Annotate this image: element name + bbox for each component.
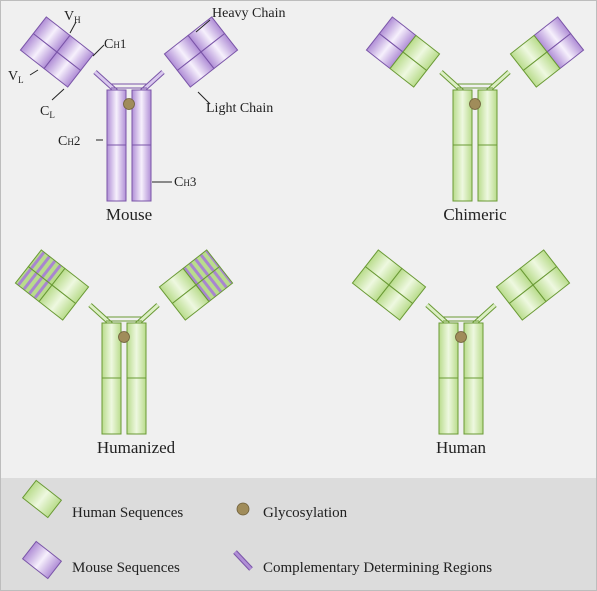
legend-background <box>0 478 597 591</box>
ch2-left <box>452 89 473 146</box>
ch2-right <box>477 89 498 146</box>
ch2-right <box>126 322 147 379</box>
ch3-left <box>106 144 127 202</box>
fab-arm-right <box>163 16 239 88</box>
cl-domain <box>402 34 441 72</box>
label-vh: VH <box>64 9 81 25</box>
ch3-right <box>463 377 484 435</box>
ch3-right <box>126 377 147 435</box>
fab-arm-right <box>495 249 571 321</box>
ch3-right <box>477 144 498 202</box>
label-ch1: CH1 <box>104 36 126 52</box>
glycosylation-dot <box>123 98 135 110</box>
ch2-right <box>463 322 484 379</box>
label-light-chain: Light Chain <box>206 101 273 116</box>
legend-human-swatch <box>21 479 63 519</box>
label-heavy-chain: Heavy Chain <box>212 6 285 21</box>
glycosylation-dot <box>455 331 467 343</box>
label-ch3: CH3 <box>174 174 196 190</box>
hinge <box>425 303 497 326</box>
ch3-right <box>131 144 152 202</box>
antibody-human <box>351 249 571 435</box>
cl-domain <box>171 284 210 321</box>
label-vl: VL <box>8 69 24 85</box>
legend-mouse-swatch <box>21 540 63 580</box>
fab-arm-left <box>351 249 427 321</box>
legend-human-label: Human Sequences <box>72 505 183 521</box>
legend-cdr-swatch <box>233 550 253 571</box>
caption-human: Human <box>436 438 487 457</box>
label-ch2: CH2 <box>58 133 80 149</box>
cl-domain <box>522 51 561 88</box>
antibody-chimeric <box>365 16 585 202</box>
cl-domain <box>56 34 95 72</box>
hinge <box>88 303 160 326</box>
hinge <box>439 70 511 93</box>
glycosylation-dot <box>118 331 130 343</box>
fab-arm-left <box>365 16 441 88</box>
fab-arm-left <box>19 16 95 88</box>
hinge <box>93 70 165 93</box>
legend-glycosylation-swatch <box>236 502 250 516</box>
glycosylation-dot <box>469 98 481 110</box>
fab-arm-right <box>509 16 585 88</box>
ch2-left <box>106 89 127 146</box>
label-cl: CL <box>40 104 55 120</box>
legend-cdr-label: Complementary Determining Regions <box>263 560 492 576</box>
fab-arm-left <box>14 249 90 321</box>
fab-arm-right <box>158 249 234 321</box>
ch3-left <box>101 377 122 435</box>
cl-domain <box>51 267 90 305</box>
cl-domain <box>176 51 215 88</box>
antibody-humanized <box>14 249 234 435</box>
cl-domain <box>508 284 547 321</box>
annotation-lines <box>29 19 211 183</box>
ch2-left <box>438 322 459 379</box>
legend-glycosylation-label: Glycosylation <box>263 505 348 521</box>
ch3-left <box>438 377 459 435</box>
legend-mouse-label: Mouse Sequences <box>72 560 180 576</box>
antibody-mouse <box>19 16 239 202</box>
ch3-left <box>452 144 473 202</box>
ch2-right <box>131 89 152 146</box>
ch2-left <box>101 322 122 379</box>
cl-domain <box>388 267 427 305</box>
caption-chimeric: Chimeric <box>443 205 507 224</box>
legend: Human Sequences Glycosylation Mouse Sequ… <box>21 479 492 580</box>
caption-mouse: Mouse <box>106 205 152 224</box>
caption-humanized: Humanized <box>97 438 176 457</box>
antibody-group <box>14 16 585 435</box>
